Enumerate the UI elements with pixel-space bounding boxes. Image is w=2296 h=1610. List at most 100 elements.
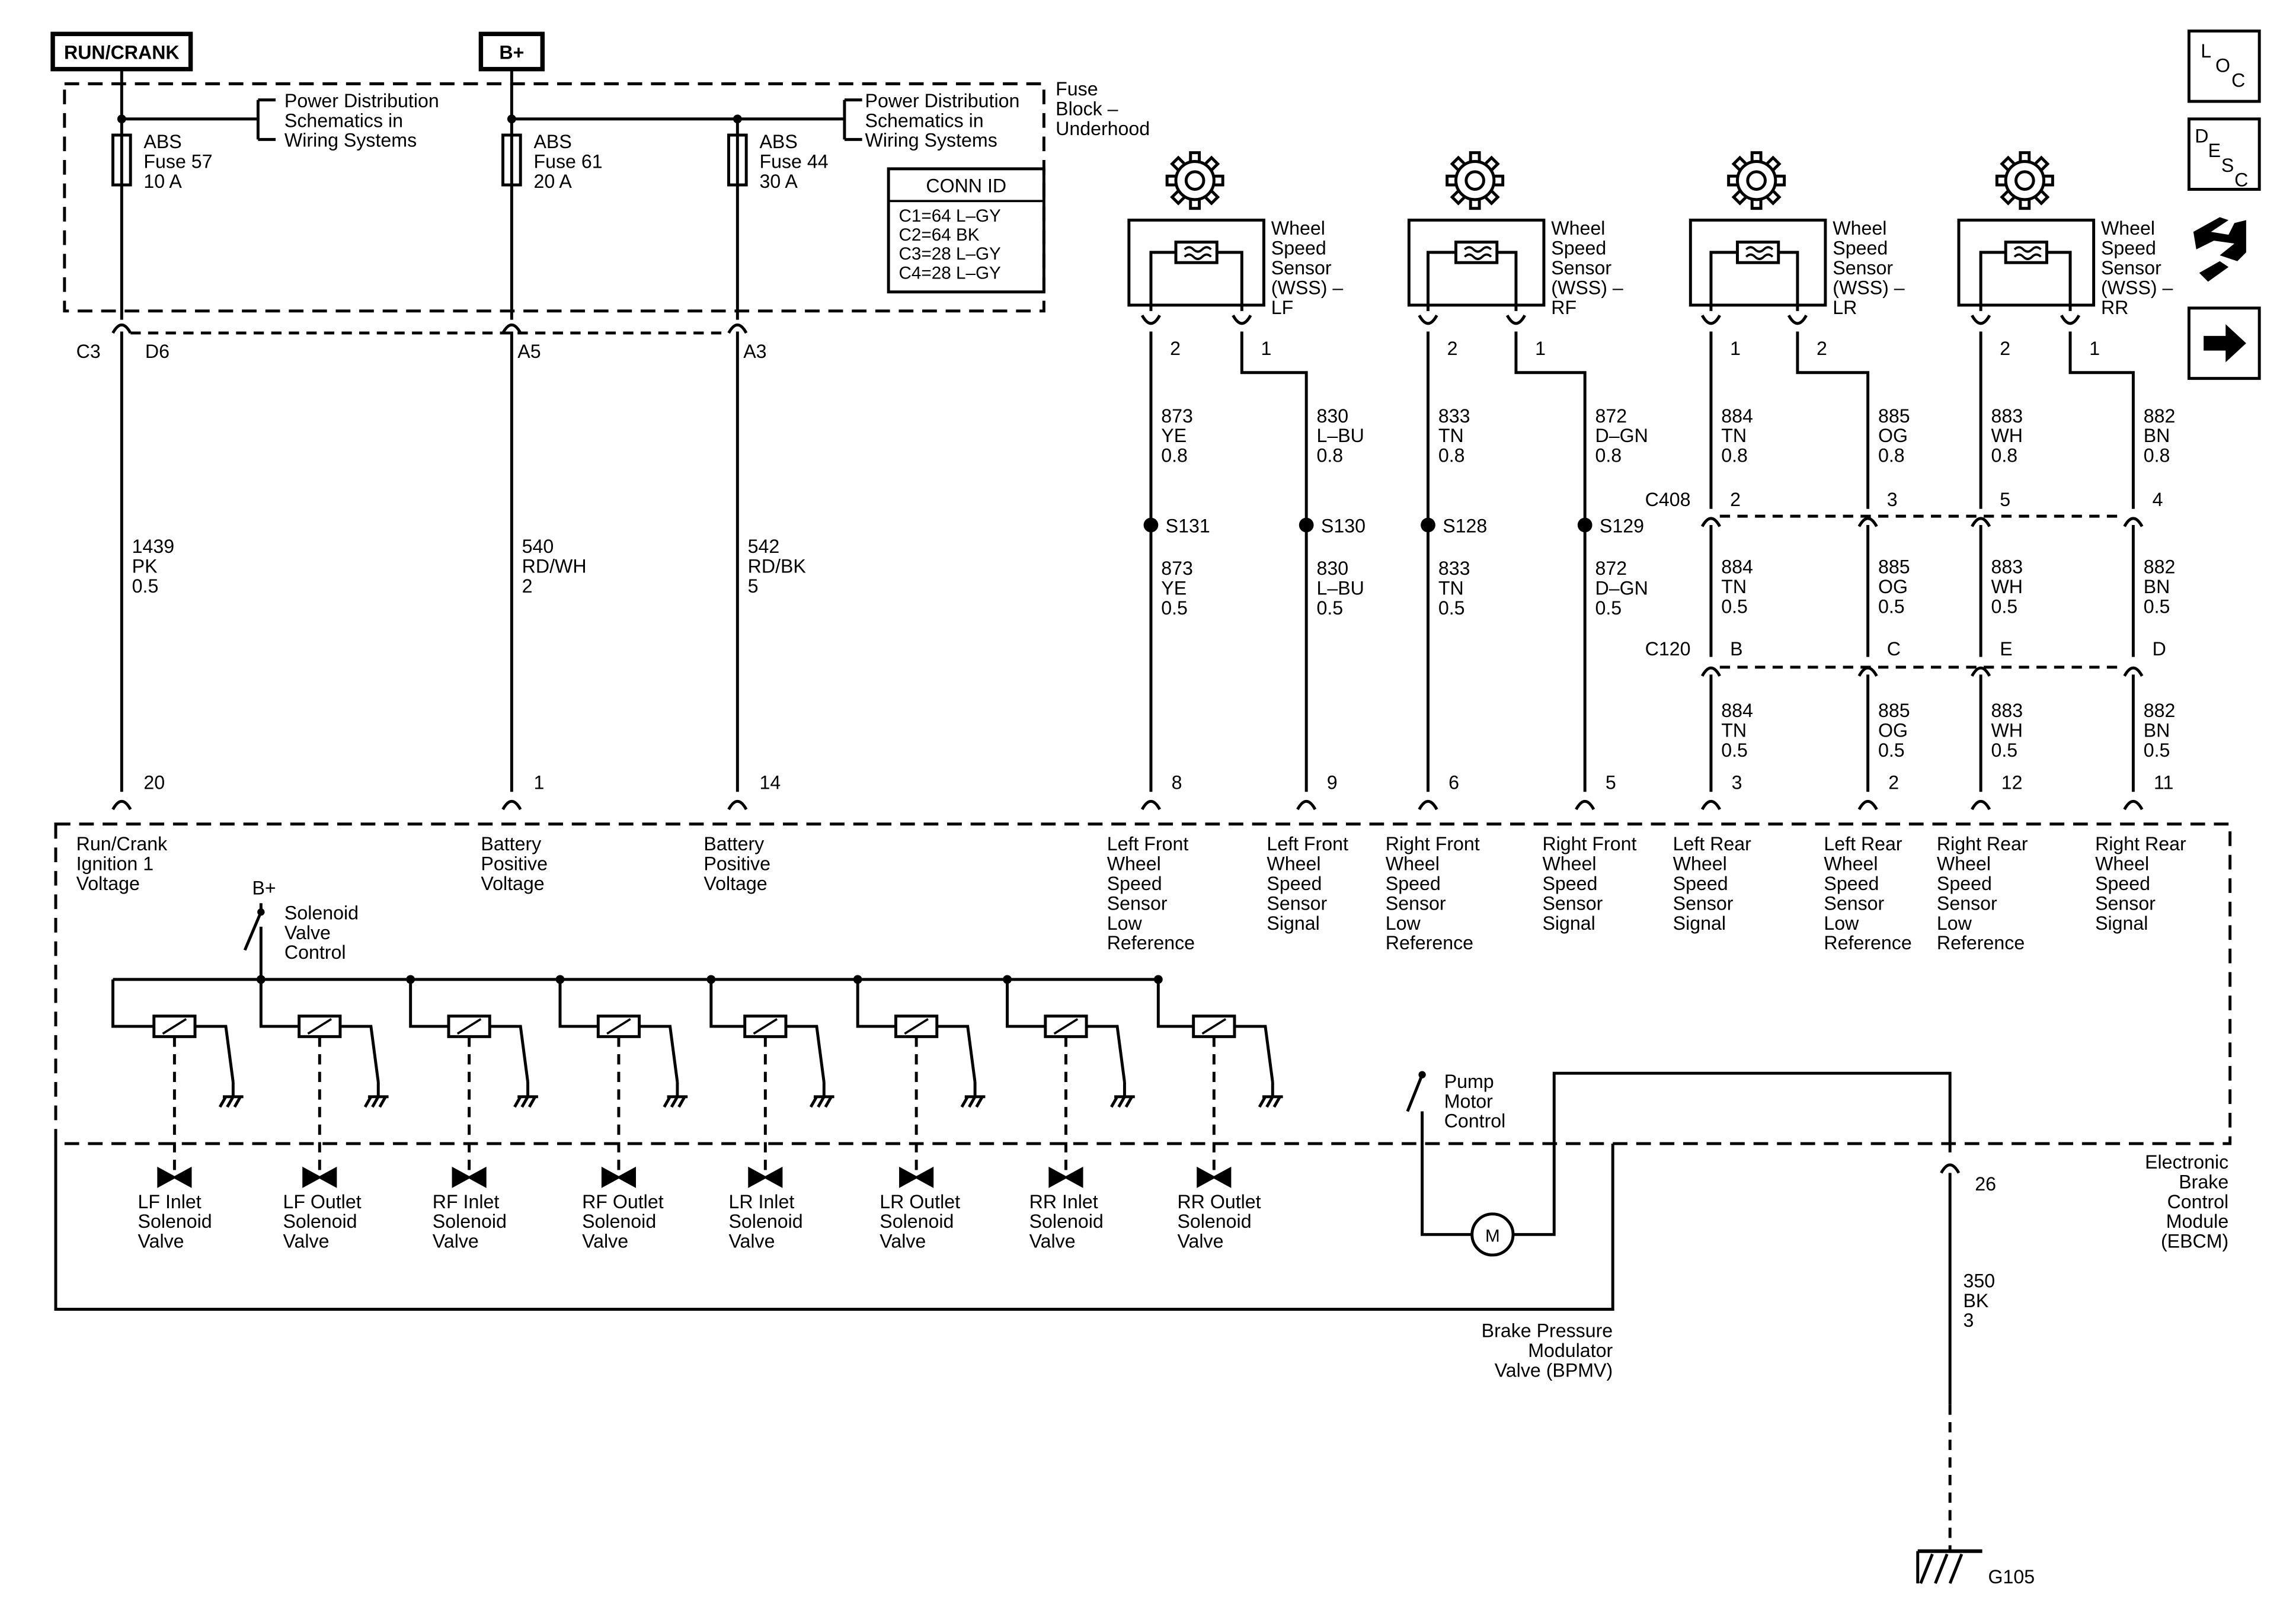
solenoid-coil [298,1014,342,1038]
sensor-label-rr-line: RR [2101,297,2128,318]
ground-symbol [1265,1096,1274,1108]
rear-sensor-wire [1796,331,1870,509]
ebcm-label-line: Brake [2179,1171,2228,1192]
rear-wire-lower-label-line: 0.5 [1878,740,1905,761]
ebcm-sensor-label-line: Left Front [1107,833,1189,854]
pump-motor-switch [1406,1074,1424,1112]
ebcm-label-line: (EBCM) [2161,1231,2228,1252]
ground-symbol [1258,1096,1267,1108]
ebcm-sensor-label-line: Signal [1542,913,1595,934]
ebcm-sensor-label-line: Signal [2095,913,2148,934]
valve-icon [317,1166,337,1188]
connector-terminal [1700,314,1721,325]
ebcm-sensor-terminal [2123,799,2144,811]
run-crank-label: RUN/CRANK [64,41,180,63]
valve-label-line: LF Outlet [283,1191,361,1212]
gear-icon [1727,151,1786,210]
sensor-pin-label: 2 [1170,338,1181,359]
wire-label-w1439-line: 1439 [132,536,175,557]
rear-wire-upper-label-line: WH [1991,425,2023,446]
c408-pin-label: 4 [2153,489,2163,510]
splice-point [1143,517,1159,533]
valve-label-line: Solenoid [880,1211,954,1232]
desc-letter: E [2208,140,2221,161]
front-wire-lower-label-line: YE [1161,578,1187,599]
rear-wire-upper-label-line: 0.8 [1991,445,2017,466]
ebcm-sensor-label-line: Sensor [1107,892,1168,914]
solenoid-coil-mark [162,1018,187,1035]
ground-symbol [1124,1096,1133,1108]
valve-icon [1211,1166,1232,1188]
gear-hub [1746,170,1767,191]
ebcm-sensor-terminal [1700,799,1721,811]
wire-label-w1439-line: 0.5 [132,575,159,597]
junction-dot [117,114,126,124]
sensor-pin-label: 2 [1817,338,1827,359]
ebcm-sensor-label-line: Sensor [1937,892,1997,914]
rear-wire-upper-label-line: 885 [1878,405,1910,427]
pump-motor-wire [1421,1143,1472,1236]
solenoid-coil-mark [456,1018,482,1035]
ebcm-sensor-label-line: Left Front [1267,833,1348,854]
sensor-label-lf-line: Speed [1271,238,1326,259]
valve-label-line: Solenoid [728,1211,802,1232]
splice-label: S130 [1321,515,1366,536]
ebcm-sensor-label-line: Sensor [1824,892,1884,914]
gear-icon [1995,151,2054,210]
ebcm-sensor-label-line: Wheel [1673,853,1727,875]
gear-icon [1446,151,1505,210]
ground-symbol [1117,1096,1126,1108]
connector-terminal [2060,314,2081,325]
pump-label-line: Pump [1444,1071,1494,1092]
front-wire-lower-label-line: 0.5 [1161,597,1188,619]
ebcm-sensor-pin-label: 12 [2001,772,2023,793]
solenoid-control-switch [243,911,263,951]
rear-wire-mid-label-line: 0.5 [2144,596,2170,617]
sensor-label-lr-line: Sensor [1833,257,1893,279]
desc-button[interactable]: D E S C [2187,117,2261,191]
ebcm-sensor-label-line: Left Rear [1824,833,1902,854]
sensor-coil-wave [1745,246,1774,253]
wire-label-w540-line: RD/WH [522,555,587,577]
solenoid-branch [709,979,745,1028]
ebcm-sensor-label-line: Right Rear [2095,833,2186,854]
ebcm-sensor-label-line: Wheel [2095,853,2149,875]
ground-symbol [513,1096,522,1108]
ground-symbol [1934,1553,1949,1585]
valve-icon [748,1166,768,1188]
ebcm-sensor-label-line: Speed [1824,873,1879,894]
solenoid-branch [409,979,449,1028]
valve-icon [302,1166,322,1188]
ground-symbol [520,1096,529,1108]
rear-wire-mid-label-line: OG [1878,576,1908,597]
sensor-coil-wave [1464,253,1492,260]
power-distribution-ref-1-line: Power Distribution [284,90,439,111]
sensor-label-rr-line: Wheel [2101,217,2155,239]
fuse-block-connector-label: C3 [76,341,101,362]
loc-button[interactable]: L O C [2187,29,2261,103]
arrow-right-icon[interactable] [2187,306,2261,380]
solenoid-driver [340,1025,380,1083]
solenoid-branch [111,979,154,1028]
valve-label-line: LF Inlet [138,1191,202,1212]
ebcm-outline [54,822,2232,1145]
ebcm-sensor-label-line: Reference [1824,932,1911,953]
rear-wire-upper-label-line: 882 [2144,405,2176,427]
ebcm-power-label-line: Positive [703,853,770,875]
ebcm-pin-label: 20 [143,772,165,793]
connector-tools-icon[interactable] [2193,217,2246,282]
